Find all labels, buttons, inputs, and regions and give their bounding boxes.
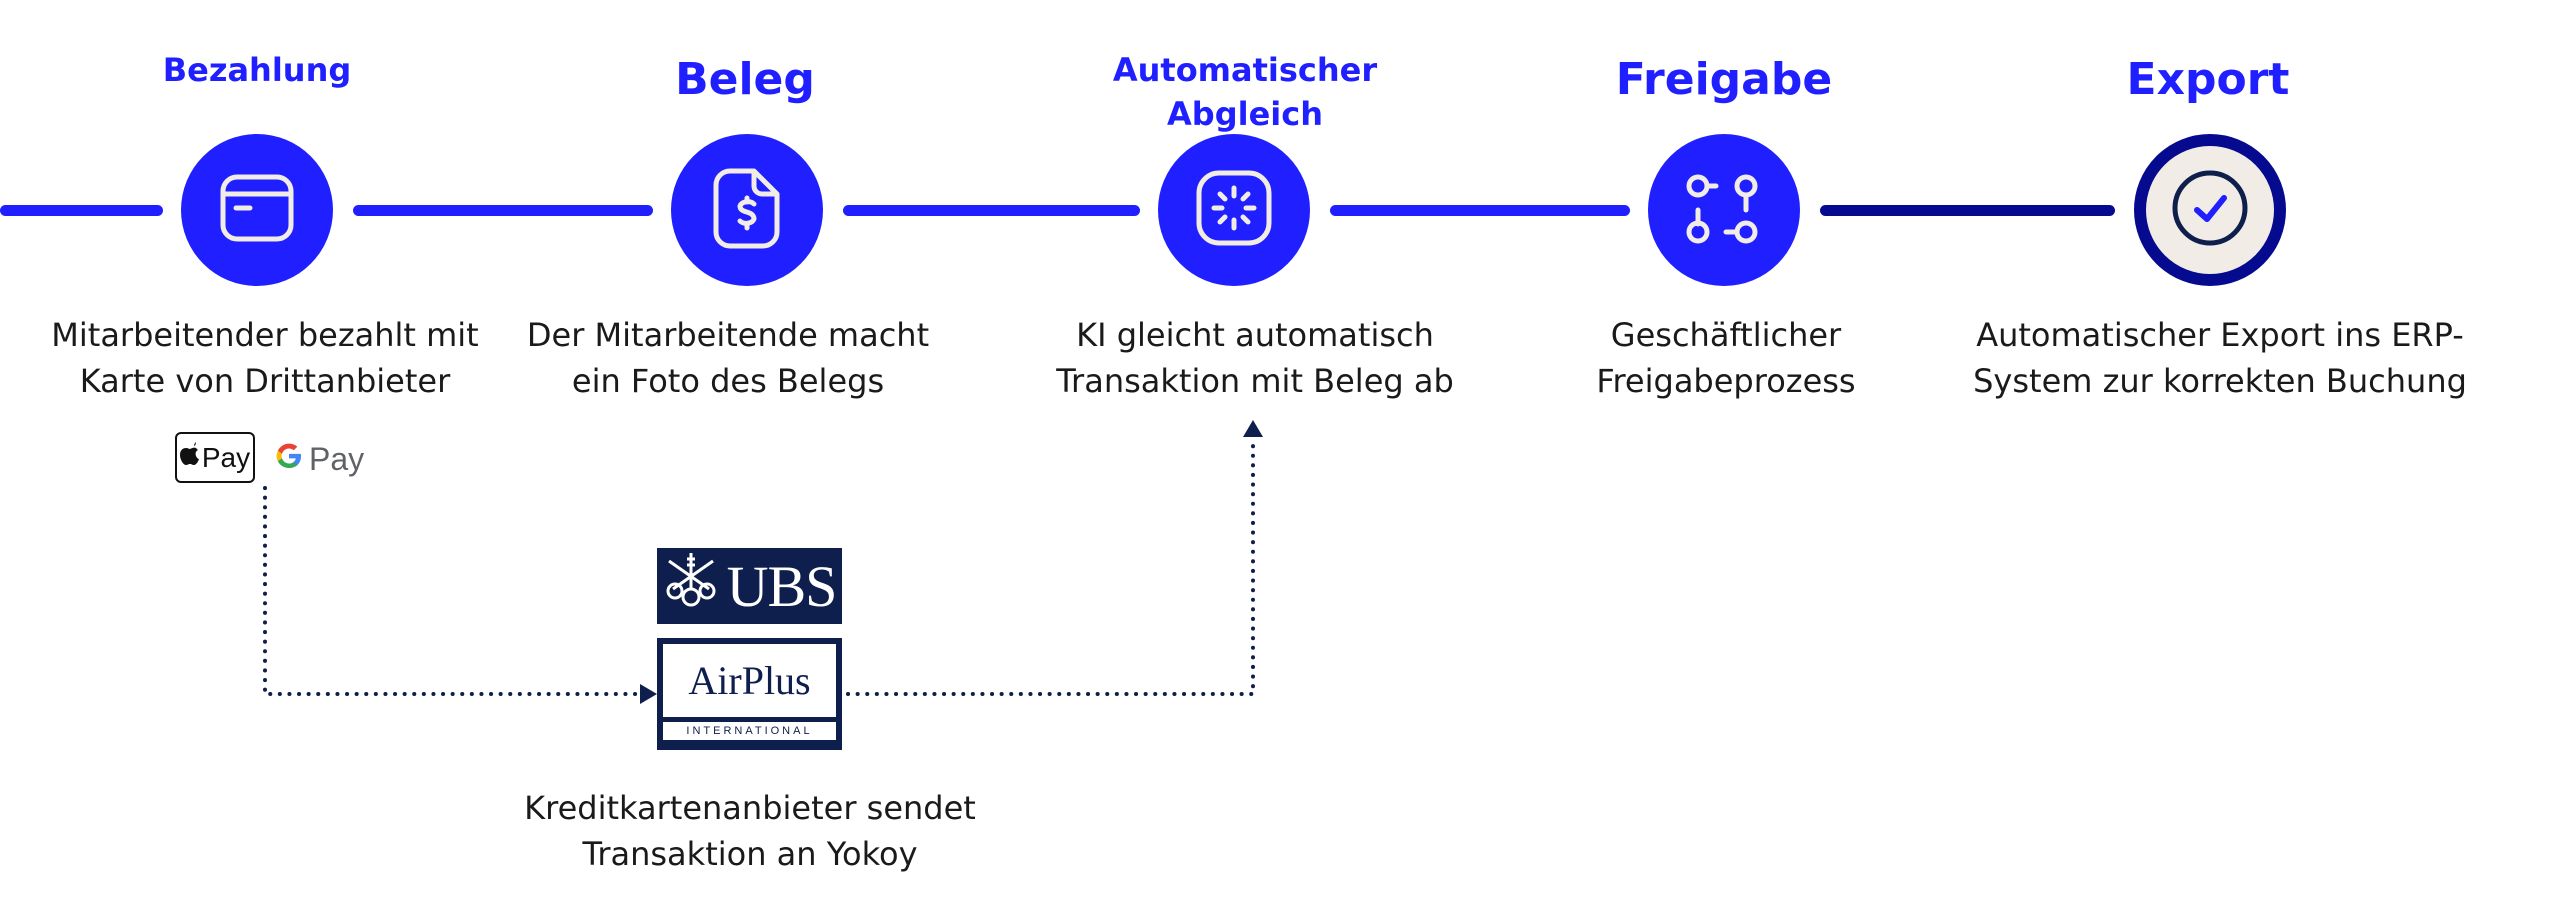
apple-logo-icon <box>179 442 200 473</box>
apple-pay-badge: Pay <box>175 432 255 483</box>
description-line: System zur korrekten Buchung <box>1973 362 2467 400</box>
arrowhead-right-icon <box>640 684 657 704</box>
timeline-connector <box>1330 205 1630 216</box>
airplus-logo-subtext: INTERNATIONAL <box>663 722 836 740</box>
description-line: Kreditkartenanbieter sendet <box>524 789 976 827</box>
description-line: Mitarbeitender bezahlt mit <box>51 316 479 354</box>
title-line: Abgleich <box>1167 95 1323 133</box>
timeline-connector <box>353 205 653 216</box>
title-line: Automatischer <box>1112 51 1378 89</box>
step-title-freigabe: Freigabe <box>1615 54 1833 105</box>
apple-pay-label: Pay <box>201 441 251 473</box>
step-title-abgleich: Automatischer Abgleich <box>1113 48 1377 136</box>
arrowhead-up-icon <box>1243 420 1263 437</box>
google-pay-badge: Pay <box>275 436 364 482</box>
airplus-logo-text: AirPlus <box>663 644 836 717</box>
description-line: Geschäftlicher <box>1610 316 1842 354</box>
google-pay-label: Pay <box>309 440 365 477</box>
ubs-logo: UBS <box>657 548 842 624</box>
workflow-nodes-icon <box>1684 168 1764 252</box>
description-line: Transaktion mit Beleg ab <box>1056 362 1454 400</box>
description-line: ein Foto des Belegs <box>571 362 885 400</box>
check-circle-icon <box>2170 168 2250 252</box>
description-line: Freigabeprozess <box>1596 362 1856 400</box>
step-description-freigabe: Geschäftlicher Freigabeprozess <box>1466 312 1986 404</box>
credit-card-icon <box>218 172 296 248</box>
timeline-connector <box>0 205 163 216</box>
step-description-abgleich: KI gleicht automatisch Transaktion mit B… <box>995 312 1515 404</box>
dotted-path-provider-to-matching <box>846 438 1255 696</box>
description-line: Der Mitarbeitende macht <box>526 316 930 354</box>
google-g-icon <box>275 441 303 478</box>
step-description-beleg: Der Mitarbeitende macht ein Foto des Bel… <box>468 312 988 404</box>
step-node-abgleich[interactable] <box>1158 134 1310 286</box>
airplus-logo: AirPlus INTERNATIONAL <box>657 638 842 750</box>
step-node-bezahlung[interactable] <box>181 134 333 286</box>
description-line: Transaktion an Yokoy <box>582 835 918 873</box>
provider-description: Kreditkartenanbieter sendet Transaktion … <box>490 785 1010 877</box>
ubs-logo-text: UBS <box>726 553 838 619</box>
timeline-connector-final <box>1820 205 2115 216</box>
step-title-bezahlung: Bezahlung <box>162 51 352 89</box>
description-line: Automatischer Export ins ERP- <box>1976 316 2464 354</box>
dotted-path-payment-to-provider <box>263 486 642 696</box>
ai-loader-icon <box>1194 168 1274 252</box>
step-description-export: Automatischer Export ins ERP- System zur… <box>1940 312 2500 404</box>
receipt-dollar-icon <box>712 166 782 254</box>
timeline-connector <box>843 205 1140 216</box>
ubs-keys-icon <box>663 549 719 623</box>
step-title-export: Export <box>2126 54 2290 105</box>
step-node-freigabe[interactable] <box>1648 134 1800 286</box>
step-title-beleg: Beleg <box>675 54 815 105</box>
description-line: Karte von Drittanbieter <box>79 362 451 400</box>
step-description-bezahlung: Mitarbeitender bezahlt mit Karte von Dri… <box>5 312 525 404</box>
step-node-beleg[interactable] <box>671 134 823 286</box>
description-line: KI gleicht automatisch <box>1076 316 1434 354</box>
